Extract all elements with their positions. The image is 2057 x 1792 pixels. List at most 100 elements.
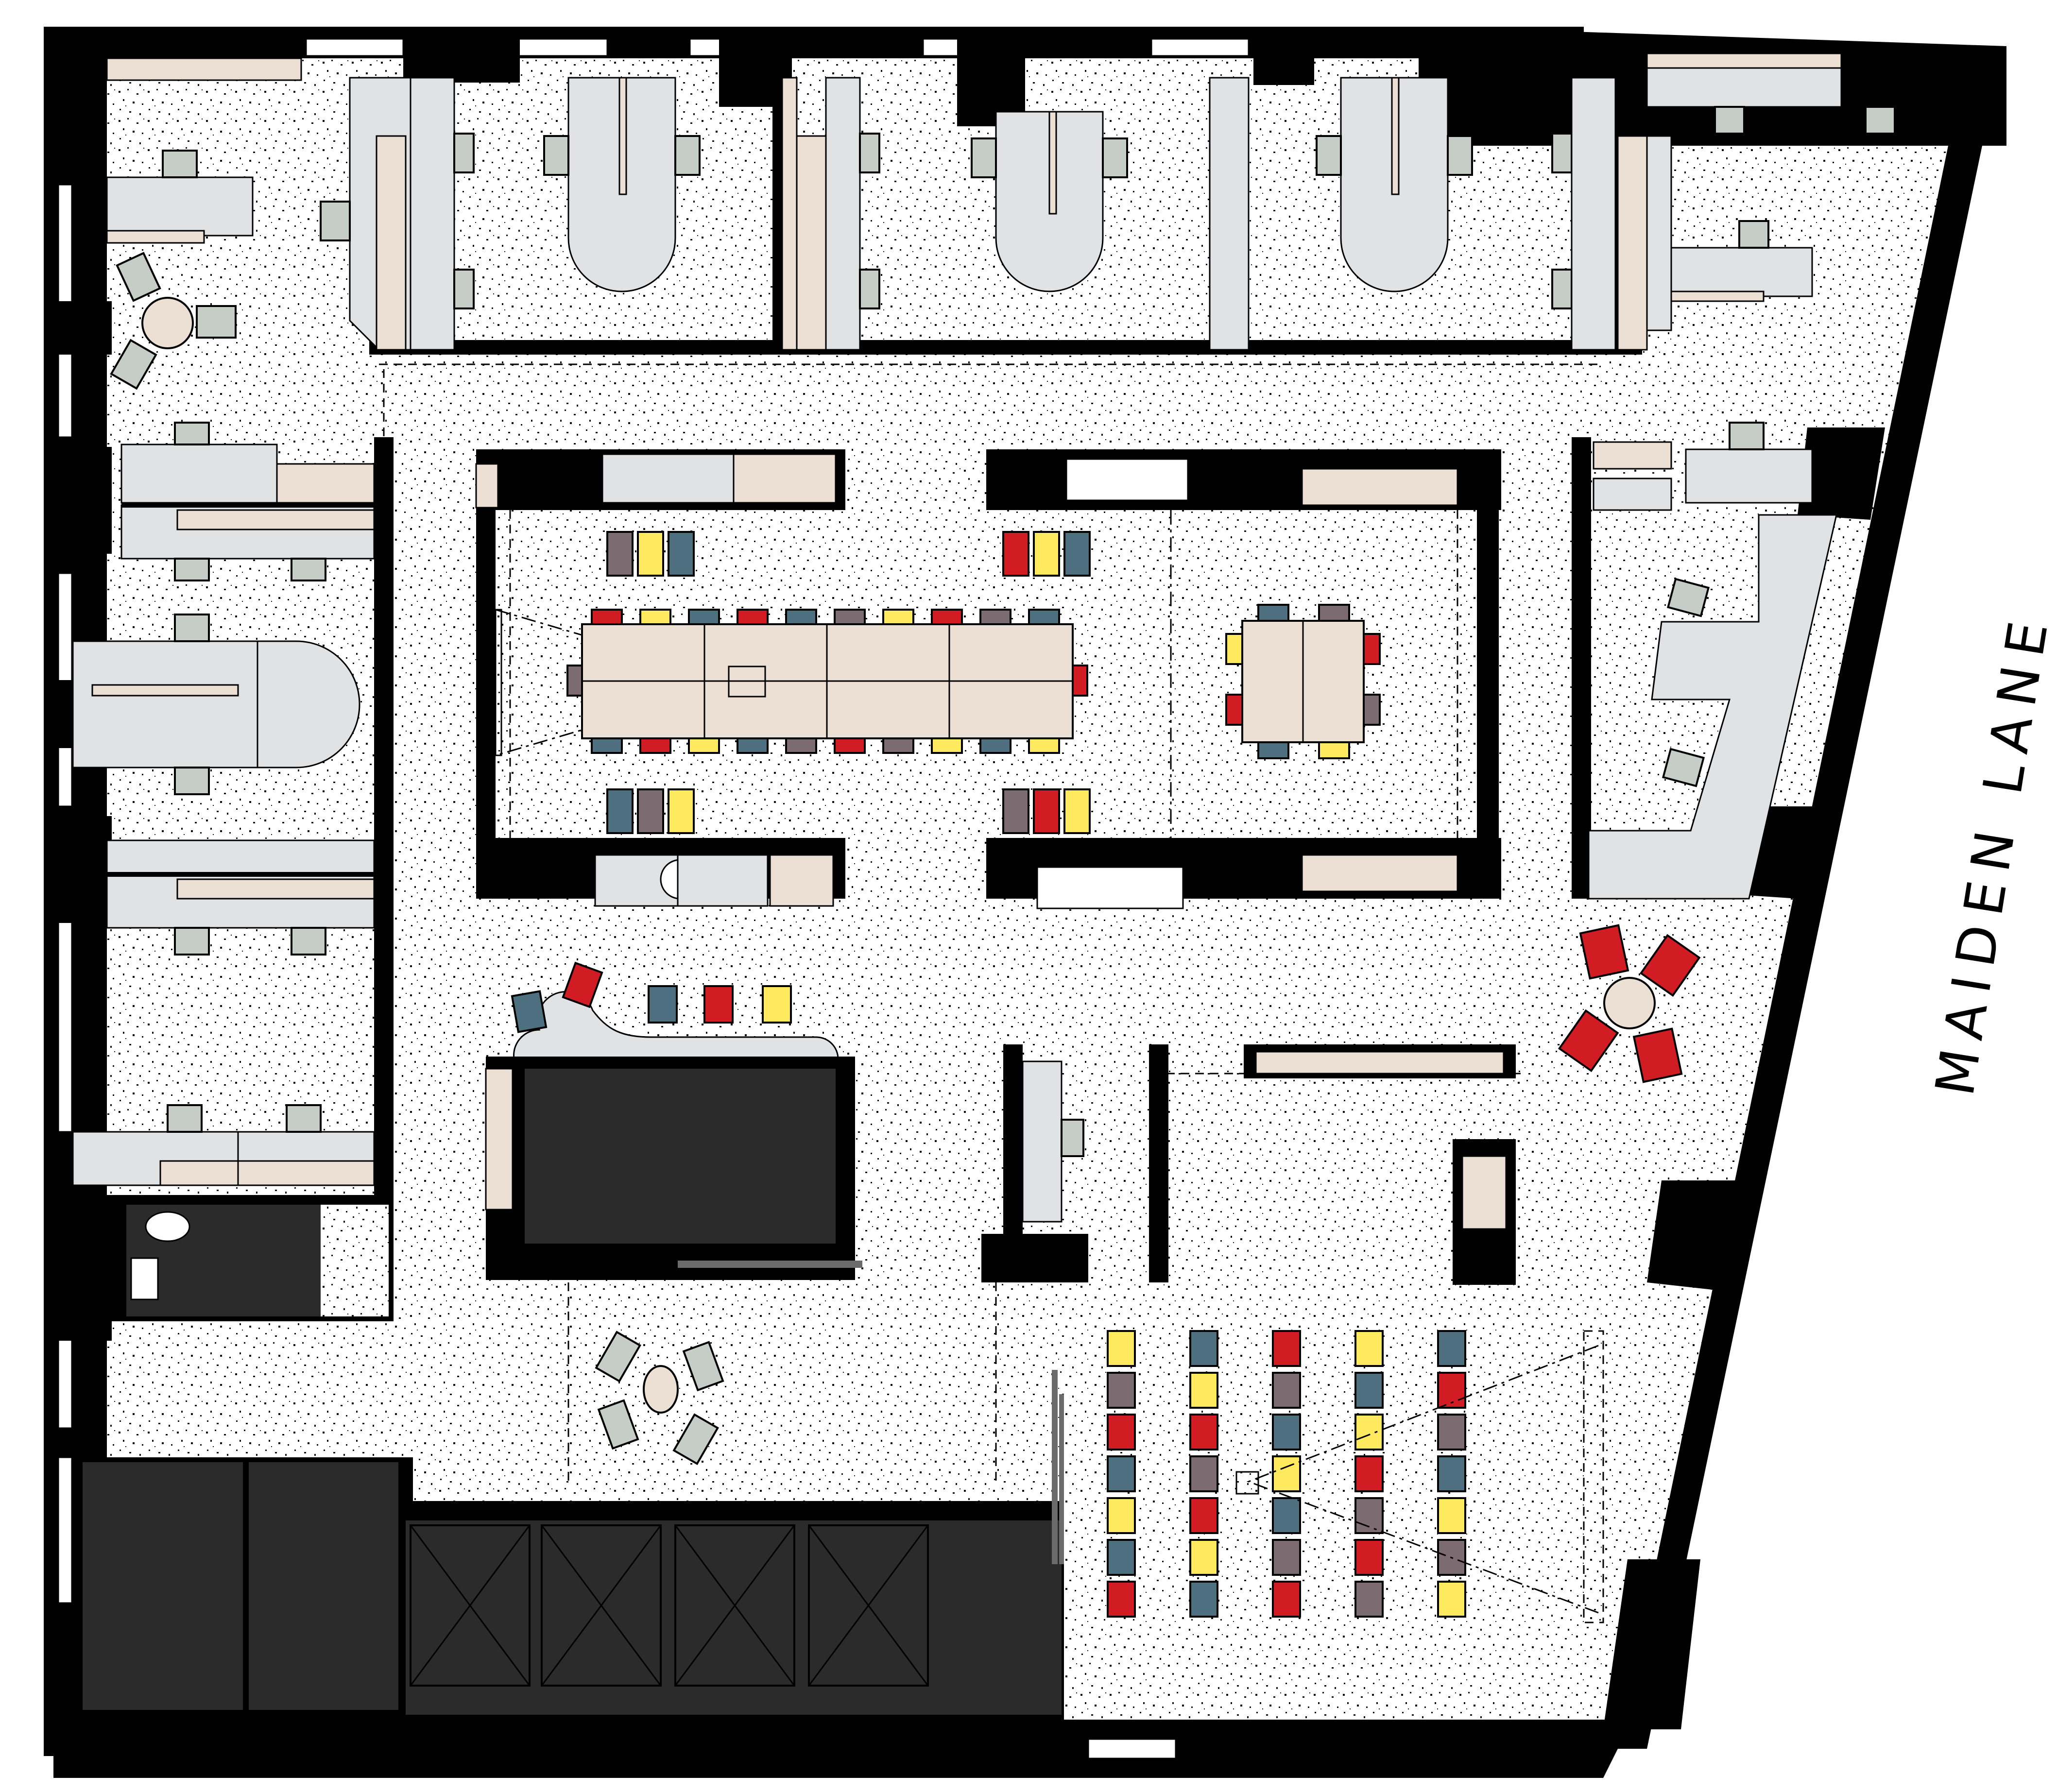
chair-red xyxy=(703,985,734,1024)
chair-yellow xyxy=(1225,633,1243,665)
workstation-cluster-3[interactable] xyxy=(106,839,375,956)
small-conference-chairs[interactable] xyxy=(1225,604,1381,759)
chair-yellow xyxy=(668,788,695,834)
chair-red xyxy=(1354,1455,1384,1492)
chair-red xyxy=(834,737,866,754)
chair-mauve xyxy=(1002,788,1029,834)
round-table xyxy=(141,297,194,349)
chair-mauve xyxy=(1107,1372,1136,1409)
chair-yellow xyxy=(931,737,963,754)
chair-yellow xyxy=(637,531,664,577)
chair-red xyxy=(1225,694,1243,726)
elevator-car xyxy=(541,1524,662,1687)
banquette-chairs[interactable] xyxy=(511,961,792,1033)
round-table xyxy=(643,1365,679,1414)
office-chair xyxy=(174,614,210,795)
chair-mauve xyxy=(566,665,583,697)
chair-red xyxy=(1363,633,1381,665)
projection-cone xyxy=(1246,1345,1599,1614)
conference-side-chairs[interactable] xyxy=(606,531,1091,834)
street-label: MAIDEN LANE xyxy=(1923,607,2057,1100)
office-northwest[interactable] xyxy=(106,57,302,390)
chair-yellow xyxy=(639,609,671,625)
office-chair xyxy=(1061,1119,1084,1157)
large-conference-room[interactable] xyxy=(475,449,1501,909)
chair-red xyxy=(1033,788,1060,834)
projector-icon xyxy=(728,666,766,698)
chair-red xyxy=(639,737,671,754)
chair-red xyxy=(1072,665,1088,697)
conference-chairs-bottom[interactable] xyxy=(591,737,1060,754)
chair-yellow xyxy=(1354,1414,1384,1451)
office-northeast[interactable] xyxy=(1646,52,1896,331)
chair-mauve xyxy=(1354,1497,1384,1534)
stair-core xyxy=(73,1457,413,1729)
chair-red xyxy=(1002,531,1029,577)
private-offices-top xyxy=(106,52,1896,390)
workstation-cluster-1[interactable] xyxy=(120,422,375,581)
chair-mauve xyxy=(637,788,664,834)
sink-icon xyxy=(130,1257,159,1300)
restroom[interactable] xyxy=(44,1195,394,1321)
reception-room[interactable] xyxy=(981,1044,1168,1282)
chair-mauve xyxy=(979,609,1011,625)
file-room[interactable] xyxy=(1166,1044,1521,1285)
chair-blue xyxy=(979,737,1011,754)
chair-yellow xyxy=(1437,1497,1466,1534)
lounge-east[interactable] xyxy=(1558,924,1701,1083)
chair-blue xyxy=(1107,1539,1136,1576)
chair-yellow xyxy=(688,737,720,754)
projector-icon xyxy=(1235,1471,1259,1495)
chair-blue xyxy=(1437,1330,1466,1367)
office-2[interactable] xyxy=(781,77,1128,351)
toilet-icon xyxy=(145,1211,190,1242)
chair-red xyxy=(1189,1414,1218,1451)
chair-mauve xyxy=(606,531,634,577)
office-chair xyxy=(174,927,326,956)
chair-red xyxy=(562,961,603,1008)
office-chair xyxy=(320,133,701,309)
chair-mauve xyxy=(882,737,914,754)
chair-red xyxy=(591,609,623,625)
chair-blue xyxy=(648,985,678,1024)
chair-blue xyxy=(1272,1497,1301,1534)
office-1[interactable] xyxy=(320,77,701,351)
chair-mauve xyxy=(785,737,817,754)
chair-red xyxy=(1272,1330,1301,1367)
office-chair xyxy=(167,1104,322,1133)
chair-red xyxy=(1354,1539,1384,1576)
office-chair xyxy=(1316,133,1573,309)
chair-blue xyxy=(591,737,623,754)
open-workstations-east[interactable] xyxy=(1572,422,1837,900)
chair-red xyxy=(1189,1497,1218,1534)
chair-yellow xyxy=(882,609,914,625)
conference-chairs-heads[interactable] xyxy=(566,665,1088,697)
chair-blue xyxy=(1028,609,1060,625)
lounge-chair xyxy=(595,1331,724,1465)
chair-yellow xyxy=(1189,1372,1218,1409)
chair-mauve xyxy=(1318,604,1350,622)
small-conference-room[interactable] xyxy=(1225,604,1381,759)
chair-yellow xyxy=(1107,1330,1136,1367)
chair-blue xyxy=(1189,1330,1218,1367)
chair-blue xyxy=(1107,1455,1136,1492)
lounge-chair xyxy=(1558,924,1701,1083)
chair-mauve xyxy=(1354,1581,1384,1618)
workstation-cluster-4[interactable] xyxy=(72,1104,375,1186)
office-3[interactable] xyxy=(1209,77,1648,351)
training-room[interactable] xyxy=(1052,1330,1604,1623)
chair-blue xyxy=(1189,1581,1218,1618)
chair-yellow xyxy=(1063,788,1091,834)
round-table xyxy=(1603,977,1656,1029)
chair-blue xyxy=(688,609,720,625)
chair-blue xyxy=(511,990,548,1033)
workstation-cluster-2[interactable] xyxy=(72,614,360,795)
chair-yellow xyxy=(1107,1497,1136,1534)
chair-blue xyxy=(1437,1455,1466,1492)
conference-chairs-top[interactable] xyxy=(591,609,1060,625)
conference-table xyxy=(581,623,1074,739)
lounge-south[interactable] xyxy=(567,1282,997,1482)
chair-blue xyxy=(1257,604,1289,622)
projection-screen xyxy=(1583,1330,1604,1623)
